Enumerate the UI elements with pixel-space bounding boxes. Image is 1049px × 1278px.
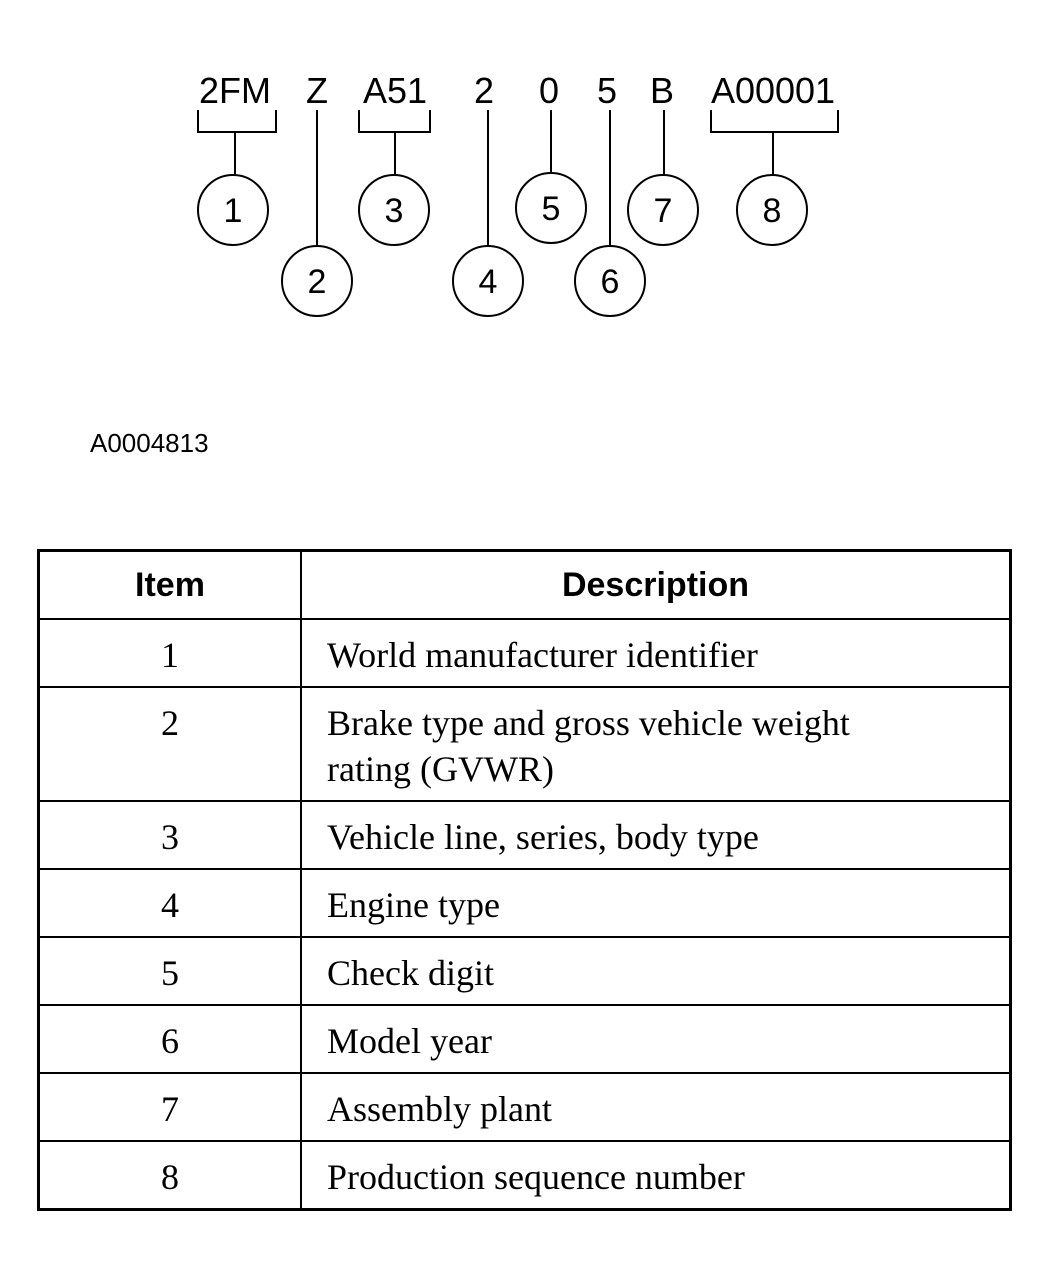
vin-segment-8: A00001 — [711, 70, 835, 111]
item-description: Engine type — [300, 868, 1012, 938]
column-header-description: Description — [300, 549, 1012, 620]
table-row: 2 Brake type and gross vehicle weight ra… — [37, 686, 1012, 802]
callout-number-3: 3 — [385, 192, 404, 230]
vin-diagram: 2FM Z A51 2 0 5 B A00001 1 2 3 4 5 6 7 8 — [197, 70, 839, 317]
item-number: 2 — [37, 686, 302, 802]
table-row: 5 Check digit — [37, 936, 1012, 1006]
callout-number-7: 7 — [654, 192, 673, 230]
item-number: 5 — [37, 936, 302, 1006]
bracket-1 — [197, 110, 277, 176]
item-description: Vehicle line, series, body type — [300, 800, 1012, 870]
item-description: Check digit — [300, 936, 1012, 1006]
vin-segment-2: Z — [306, 70, 328, 111]
table-row: 1 World manufacturer identifier — [37, 618, 1012, 688]
callout-number-2: 2 — [308, 263, 327, 301]
item-description: Production sequence number — [300, 1140, 1012, 1211]
table-row: 6 Model year — [37, 1004, 1012, 1074]
callout-circle-8 — [736, 174, 808, 246]
callout-number-8: 8 — [763, 192, 782, 230]
item-number: 3 — [37, 800, 302, 870]
item-description: Brake type and gross vehicle weight rati… — [300, 686, 1012, 802]
legend-table: Item Description 1 World manufacturer id… — [37, 549, 1012, 1211]
vin-segment-5: 0 — [539, 70, 559, 111]
callout-circle-2 — [281, 245, 353, 317]
header-row: Item Description — [37, 549, 1012, 620]
callout-circle-7 — [627, 174, 699, 246]
bracket-8 — [710, 110, 839, 176]
vin-segment-6: 5 — [597, 70, 617, 111]
callout-circle-4 — [452, 245, 524, 317]
table-row: 8 Production sequence number — [37, 1140, 1012, 1211]
callout-number-4: 4 — [479, 263, 498, 301]
vin-segment-7: B — [650, 70, 674, 111]
vin-segment-4: 2 — [474, 70, 494, 111]
callout-circle-6 — [574, 245, 646, 317]
vin-segment-1: 2FM — [199, 70, 271, 111]
vin-segment-3: A51 — [363, 70, 427, 111]
callout-circle-5 — [515, 172, 587, 244]
bracket-3 — [358, 110, 431, 176]
item-number: 4 — [37, 868, 302, 938]
item-number: 8 — [37, 1140, 302, 1211]
item-description: World manufacturer identifier — [300, 618, 1012, 688]
callout-number-5: 5 — [542, 190, 561, 228]
item-description: Model year — [300, 1004, 1012, 1074]
table-row: 4 Engine type — [37, 868, 1012, 938]
item-number: 6 — [37, 1004, 302, 1074]
callout-circle-1 — [197, 174, 269, 246]
callout-number-6: 6 — [601, 263, 620, 301]
item-number: 1 — [37, 618, 302, 688]
callout-number-1: 1 — [224, 192, 243, 230]
table-row: 7 Assembly plant — [37, 1072, 1012, 1142]
table-row: 3 Vehicle line, series, body type — [37, 800, 1012, 870]
column-header-item: Item — [37, 549, 302, 620]
figure-id: A0004813 — [90, 428, 209, 458]
callout-circle-3 — [358, 174, 430, 246]
item-description: Assembly plant — [300, 1072, 1012, 1142]
item-number: 7 — [37, 1072, 302, 1142]
